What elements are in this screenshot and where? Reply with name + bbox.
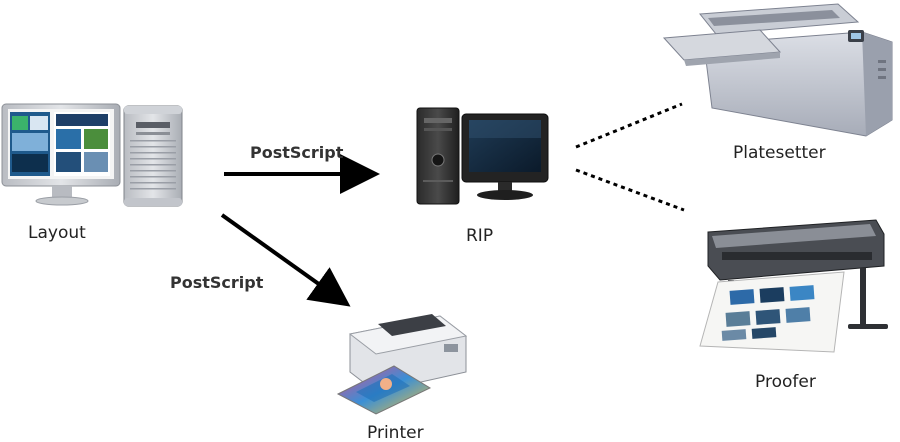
node-label-platesetter: Platesetter [733,143,826,163]
printer-icon [336,314,468,415]
edge-label-layout-rip: PostScript [250,143,344,162]
proofer-icon [699,219,888,353]
arrow-layout-to-printer [220,213,351,307]
dotted-link-rip-proofer [575,168,685,212]
platesetter-icon [662,3,893,137]
node-label-printer: Printer [367,423,424,442]
node-label-proofer: Proofer [755,372,816,392]
node-label-rip: RIP [466,226,493,246]
dotted-link-rip-platesetter [575,102,683,149]
node-label-layout: Layout [28,223,86,243]
rip-workstation-icon [416,107,549,205]
layout-workstation-icon [1,103,183,207]
edge-label-layout-printer: PostScript [170,273,264,292]
